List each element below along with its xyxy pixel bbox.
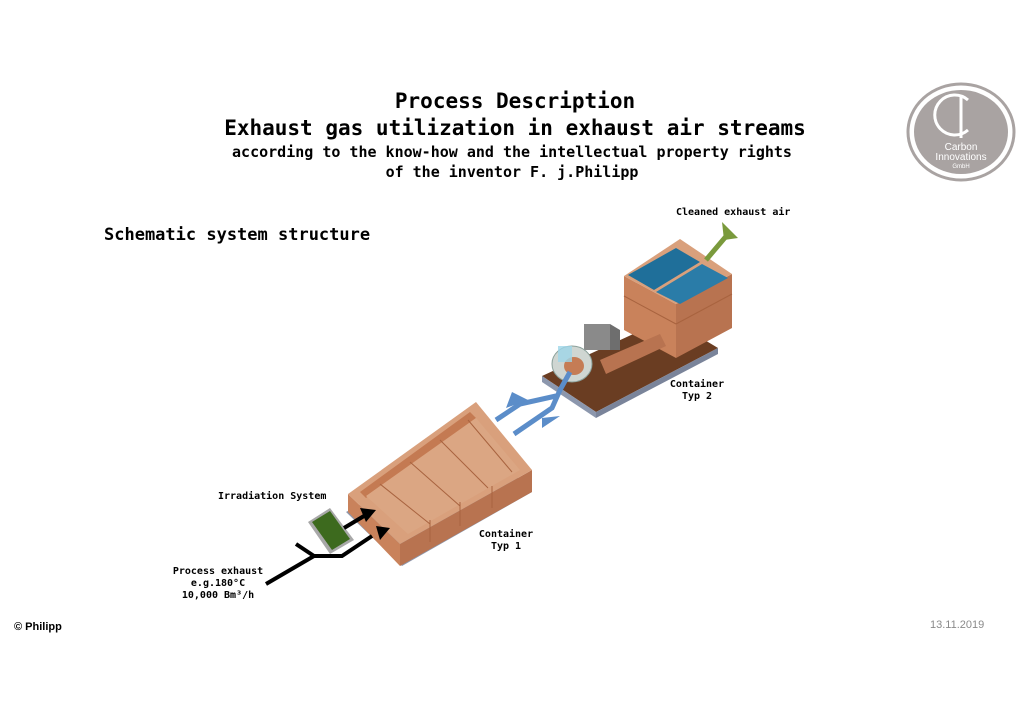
title-line-2: Exhaust gas utilization in exhaust air s… [224, 116, 806, 140]
label-container-2-line1: Container [669, 379, 725, 390]
logo-text-2: Innovations [935, 152, 986, 163]
label-container-1-line1: Container [478, 529, 534, 540]
title-line-3: according to the know-how and the intell… [232, 143, 792, 161]
label-process-line2: e.g.180°C [190, 578, 246, 589]
container-1-box [348, 402, 532, 566]
label-irradiation-system: Irradiation System [218, 491, 327, 502]
label-process-exhaust: Process exhaust e.g.180°C 10,000 Bm³/h [170, 566, 266, 602]
title-line-1: Process Description [394, 89, 636, 113]
label-container-1-line2: Typ 1 [490, 541, 522, 552]
fan-unit [551, 324, 666, 383]
irradiation-system [308, 508, 354, 554]
copyright-notice: © Philipp [14, 621, 62, 633]
logo-text-3: GmbH [952, 164, 969, 170]
container-2-panel-2 [656, 264, 728, 304]
label-process-line3: 10,000 Bm³/h [181, 590, 255, 601]
carbon-innovations-logo: Carbon Innovations GmbH [906, 82, 1016, 182]
container-2-panel-1 [628, 248, 700, 290]
label-container-1: Container Typ 1 [472, 529, 540, 553]
motor-box [584, 324, 610, 350]
document-date: 13.11.2019 [930, 619, 985, 631]
container-2-box [623, 239, 733, 358]
label-container-2-line2: Typ 2 [681, 391, 713, 402]
cleaned-air-arrow [704, 222, 738, 262]
blue-flow-arrows [494, 370, 573, 437]
label-cleaned-exhaust-air: Cleaned exhaust air [676, 207, 791, 218]
duct-pipe [600, 334, 666, 374]
label-container-2: Container Typ 2 [665, 379, 729, 403]
label-process-line1: Process exhaust [172, 566, 264, 577]
title-line-4: of the inventor F. j.Philipp [385, 163, 639, 181]
logo-text-1: Carbon [945, 142, 978, 153]
black-arrows [264, 508, 390, 586]
section-subtitle: Schematic system structure [104, 225, 371, 245]
